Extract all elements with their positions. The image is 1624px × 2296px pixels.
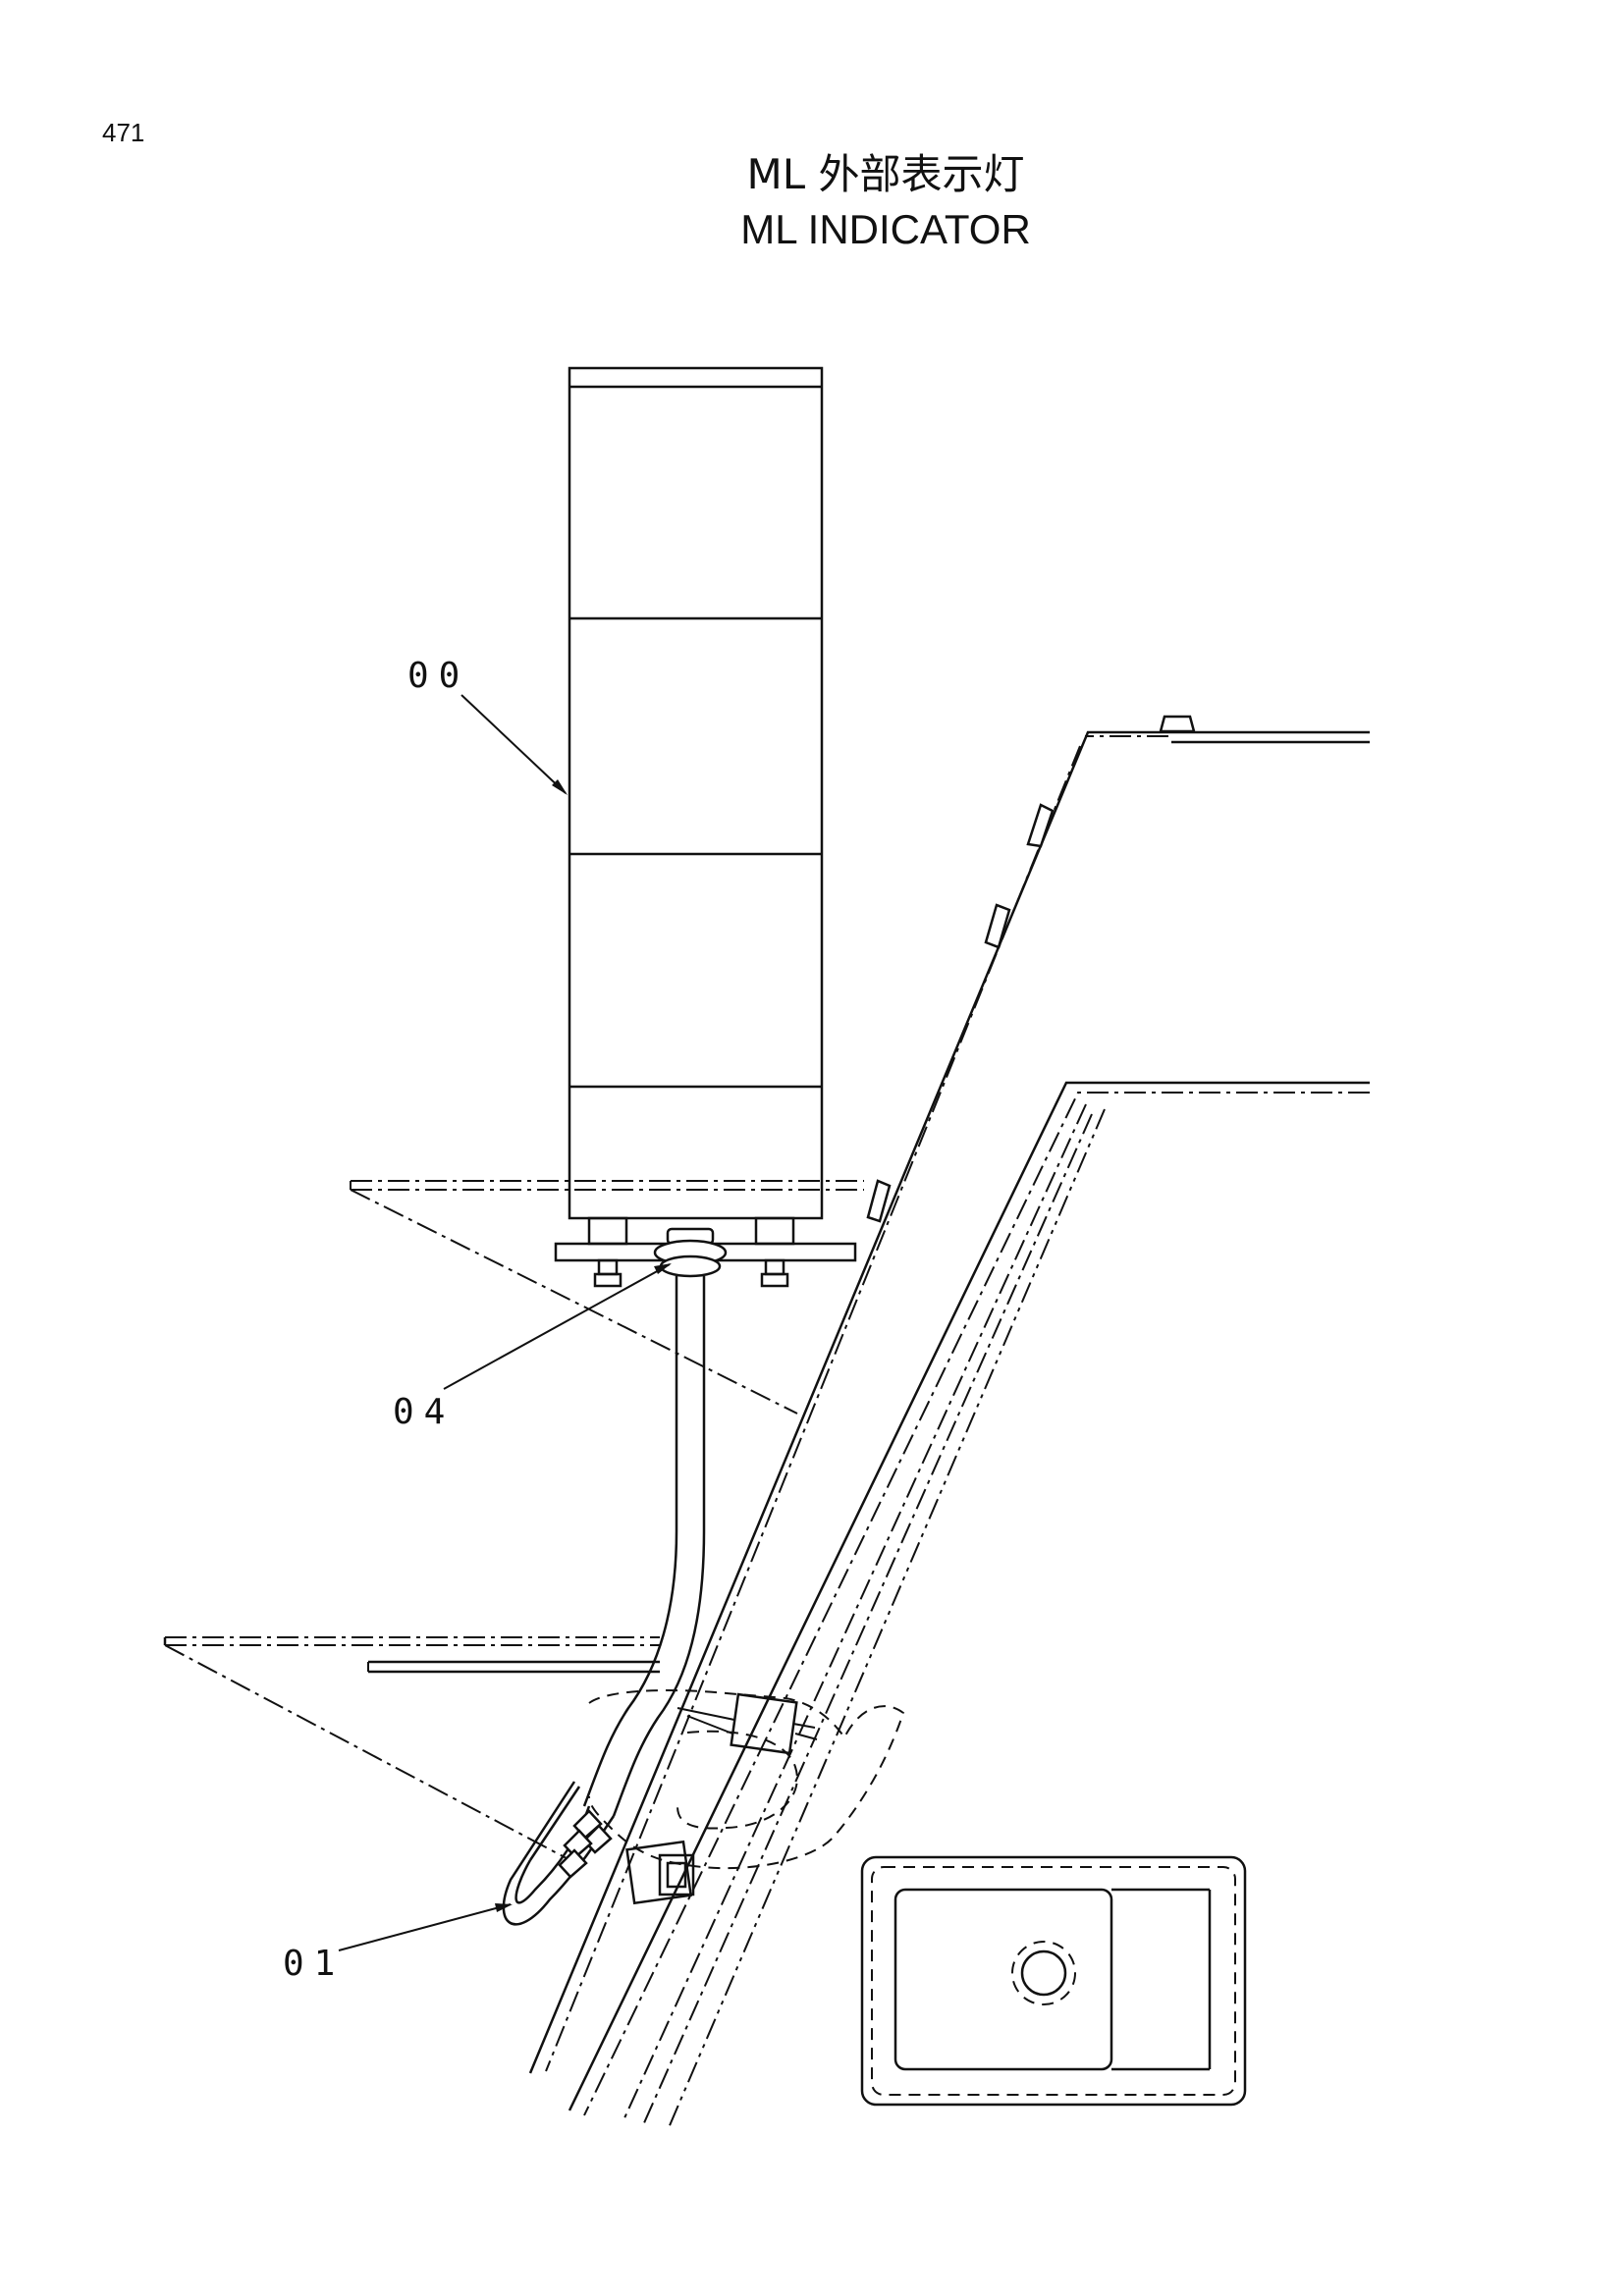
lower-bracket-phantom [163,1636,660,1866]
callout-01: 01 [283,1944,346,1984]
connector-blocks [625,1692,818,1905]
indicator-tower [554,366,857,1288]
leader-lines [338,694,672,1951]
lower-right-panel [860,1855,1247,2107]
upper-bracket-phantom [350,1180,864,1415]
title-english: ML INDICATOR [740,206,1031,252]
window-frame-contour [568,1081,1370,2131]
title-japanese: ML 外部表示灯 [746,150,1025,198]
cab-outer-contour [528,715,1370,2074]
grommet [653,1227,728,1278]
harness-hidden-outline [588,1689,905,1870]
callout-00: 00 [407,656,470,696]
cable [582,1276,706,1817]
title-block: ML 外部表示灯 ML INDICATOR [0,147,1624,257]
page-number: 471 [102,118,145,147]
wire-harness-loop [502,1781,616,1926]
callout-04: 04 [393,1392,456,1432]
